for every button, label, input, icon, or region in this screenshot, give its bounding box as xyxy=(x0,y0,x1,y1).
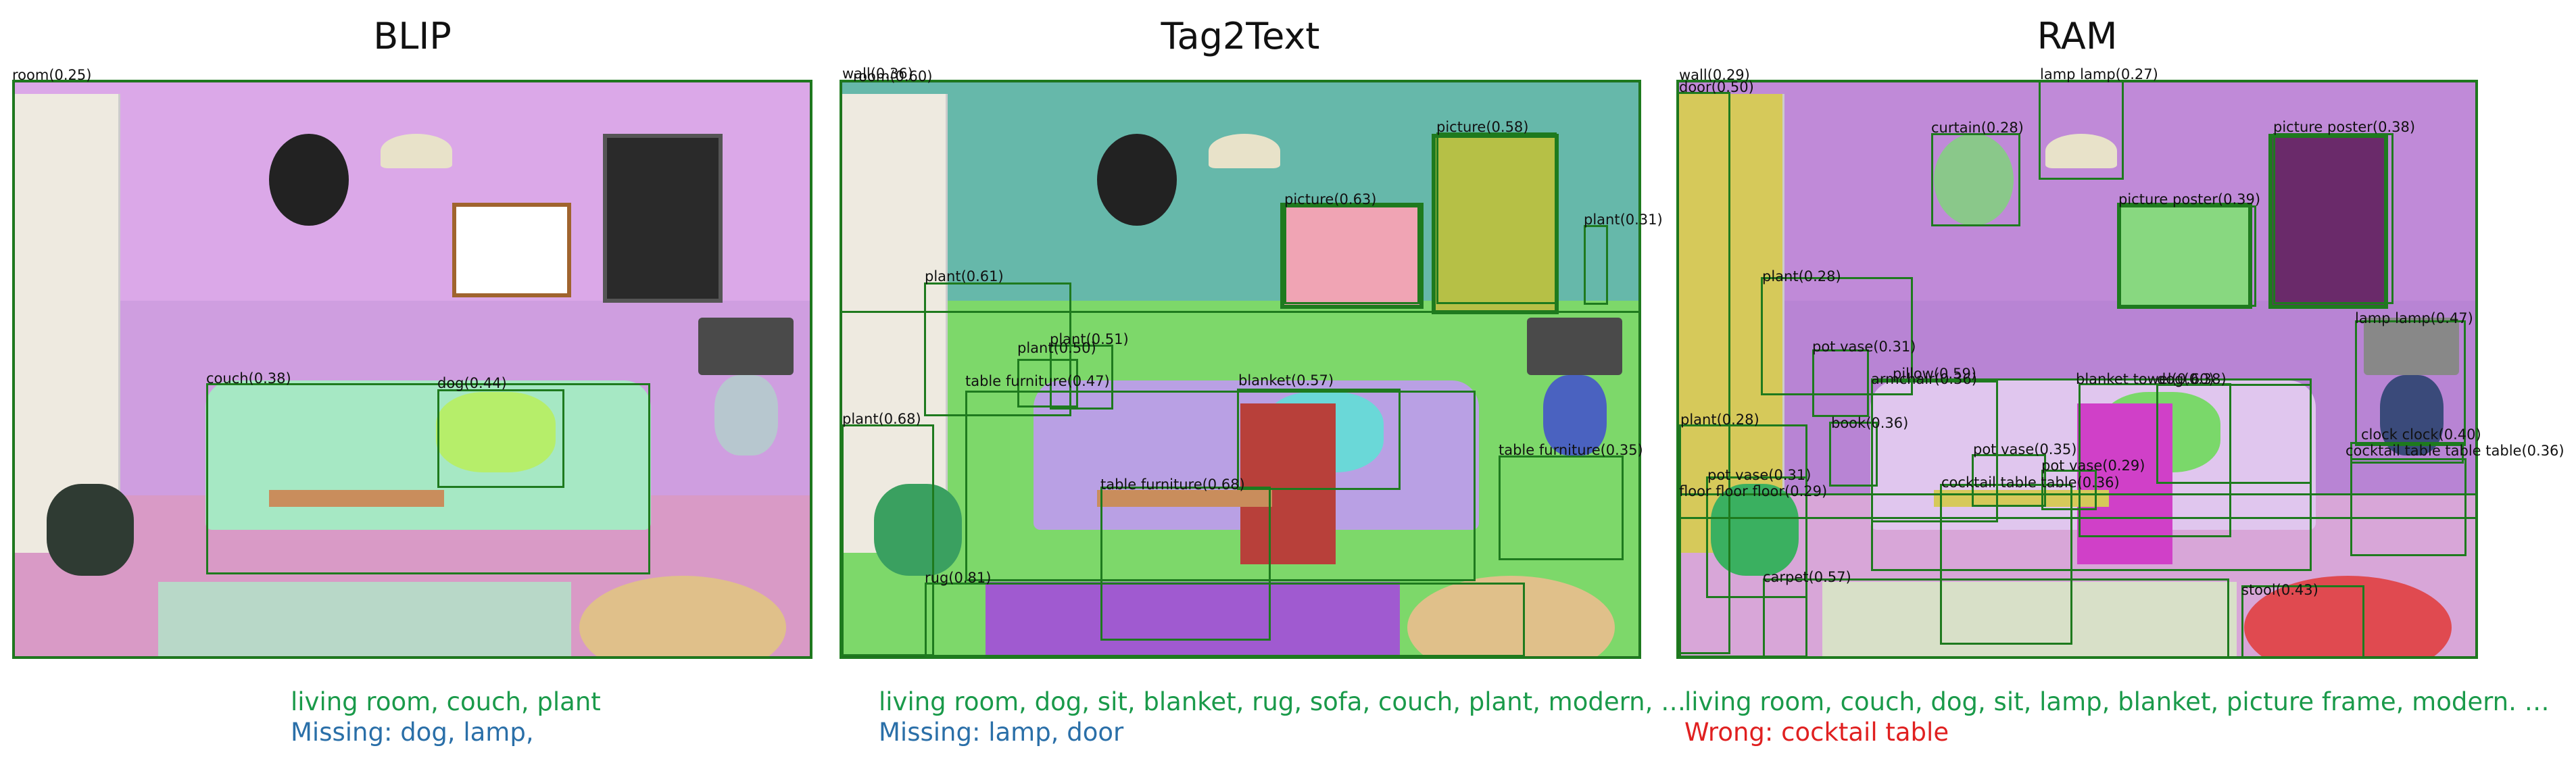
detection-box xyxy=(2118,205,2256,307)
detection-box xyxy=(840,80,1641,313)
detection-box xyxy=(1706,476,1807,598)
detection-box xyxy=(1761,277,1913,395)
ram-title: RAM xyxy=(2037,15,2118,57)
ram-scene-image xyxy=(1676,80,2478,659)
detection-box xyxy=(924,282,1071,416)
detection-box xyxy=(1584,225,1608,305)
box-label: carpet(0.57) xyxy=(1763,569,1851,585)
detection-box xyxy=(1676,92,1730,654)
box-label: rug(0.81) xyxy=(925,570,992,586)
tag2text-title: Tag2Text xyxy=(1161,15,1320,57)
box-label: curtain(0.28) xyxy=(1931,120,2024,136)
box-label: lamp lamp(0.27) xyxy=(2040,66,2158,82)
ram-caption-tags: living room, couch, dog, sit, lamp, blan… xyxy=(1684,687,2550,716)
detection-box xyxy=(1284,205,1419,304)
detection-box xyxy=(1972,454,2046,507)
detection-box xyxy=(1100,487,1271,641)
box-label: table furniture(0.47) xyxy=(965,373,1110,389)
box-label: pillow(0.59) xyxy=(1893,366,1977,382)
box-label: door(0.50) xyxy=(1679,79,1754,95)
detection-box xyxy=(2350,458,2466,556)
box-label: dog(0.38) xyxy=(2157,371,2227,387)
box-label: blanket(0.57) xyxy=(1238,372,1334,389)
box-label: picture(0.63) xyxy=(1284,191,1377,207)
detection-box xyxy=(1679,493,2478,519)
detection-box xyxy=(2273,133,2393,304)
detection-box xyxy=(965,391,1476,581)
box-label: plant(0.28) xyxy=(1680,412,1759,428)
box-label: couch(0.38) xyxy=(206,370,291,387)
box-label: cocktail table table table(0.36) xyxy=(2346,443,2565,459)
box-label: plant(0.31) xyxy=(1584,212,1663,228)
box-label: clock clock(0.40) xyxy=(2361,426,2481,443)
box-label: pot vase(0.35) xyxy=(1973,441,2077,458)
detection-box xyxy=(206,383,650,574)
box-label: book(0.36) xyxy=(1831,415,1909,431)
box-label: table furniture(0.68) xyxy=(1100,476,1245,493)
box-label: armchair(0.36) xyxy=(1871,371,1977,387)
detection-box xyxy=(1829,422,1878,487)
detection-box xyxy=(1931,133,2020,226)
tag2text-caption-tags: living room, dog, sit, blanket, rug, sof… xyxy=(879,687,1686,716)
box-label: cocktail table table(0.36) xyxy=(1941,474,2120,491)
detection-box xyxy=(2350,442,2464,464)
box-label: plant(0.68) xyxy=(842,411,921,427)
detection-box xyxy=(1871,378,2312,571)
box-label: room(0.25) xyxy=(12,67,92,83)
detection-box xyxy=(2355,320,2466,446)
blip-caption-missing: Missing: dog, lamp, xyxy=(291,718,534,747)
blip-caption-tags: living room, couch, plant xyxy=(291,687,601,716)
detection-box xyxy=(1050,345,1113,410)
blip-scene-image xyxy=(12,80,812,659)
box-label: wall(0.29) xyxy=(1679,67,1750,83)
box-label: room(0.60) xyxy=(853,68,933,84)
detection-box xyxy=(1237,389,1401,490)
detection-box xyxy=(12,80,812,659)
box-label: picture poster(0.38) xyxy=(2273,119,2416,135)
detection-box xyxy=(2039,80,2124,180)
detection-box xyxy=(1763,578,2229,658)
box-label: wall(0.36) xyxy=(842,66,913,82)
detection-box xyxy=(437,389,564,488)
box-label: plant(0.61) xyxy=(925,268,1004,285)
tag2text-scene-image xyxy=(840,80,1641,659)
detection-box xyxy=(2079,383,2231,537)
detection-box xyxy=(925,583,1525,657)
detection-box xyxy=(1940,484,2072,645)
box-label: blanket towel(0.60) xyxy=(2076,371,2214,387)
box-label: picture(0.58) xyxy=(1436,119,1529,135)
box-label: plant(0.51) xyxy=(1050,331,1129,347)
detection-box xyxy=(2041,470,2097,510)
box-label: plant(0.28) xyxy=(1762,268,1841,285)
box-label: picture poster(0.39) xyxy=(2118,191,2261,207)
detection-box xyxy=(1812,349,1869,417)
box-label: pot vase(0.31) xyxy=(1707,467,1812,483)
blip-title: BLIP xyxy=(373,15,452,57)
detection-box xyxy=(2241,585,2364,658)
box-label: floor floor floor(0.29) xyxy=(1679,483,1828,499)
detection-box xyxy=(1436,132,1557,304)
detection-box xyxy=(1499,455,1624,560)
box-label: pot vase(0.31) xyxy=(1812,339,1916,355)
box-label: dog(0.44) xyxy=(437,375,507,391)
ram-caption-wrong: Wrong: cocktail table xyxy=(1684,718,1949,747)
box-label: lamp lamp(0.47) xyxy=(2355,310,2473,326)
detection-box xyxy=(842,424,934,656)
box-label: pot vase(0.29) xyxy=(2041,458,2145,474)
box-label: plant(0.50) xyxy=(1017,340,1096,356)
box-label: table furniture(0.35) xyxy=(1499,442,1643,458)
detection-box xyxy=(1017,359,1078,408)
tag2text-caption-missing: Missing: lamp, door xyxy=(879,718,1124,747)
box-label: stool(0.43) xyxy=(2241,582,2318,598)
